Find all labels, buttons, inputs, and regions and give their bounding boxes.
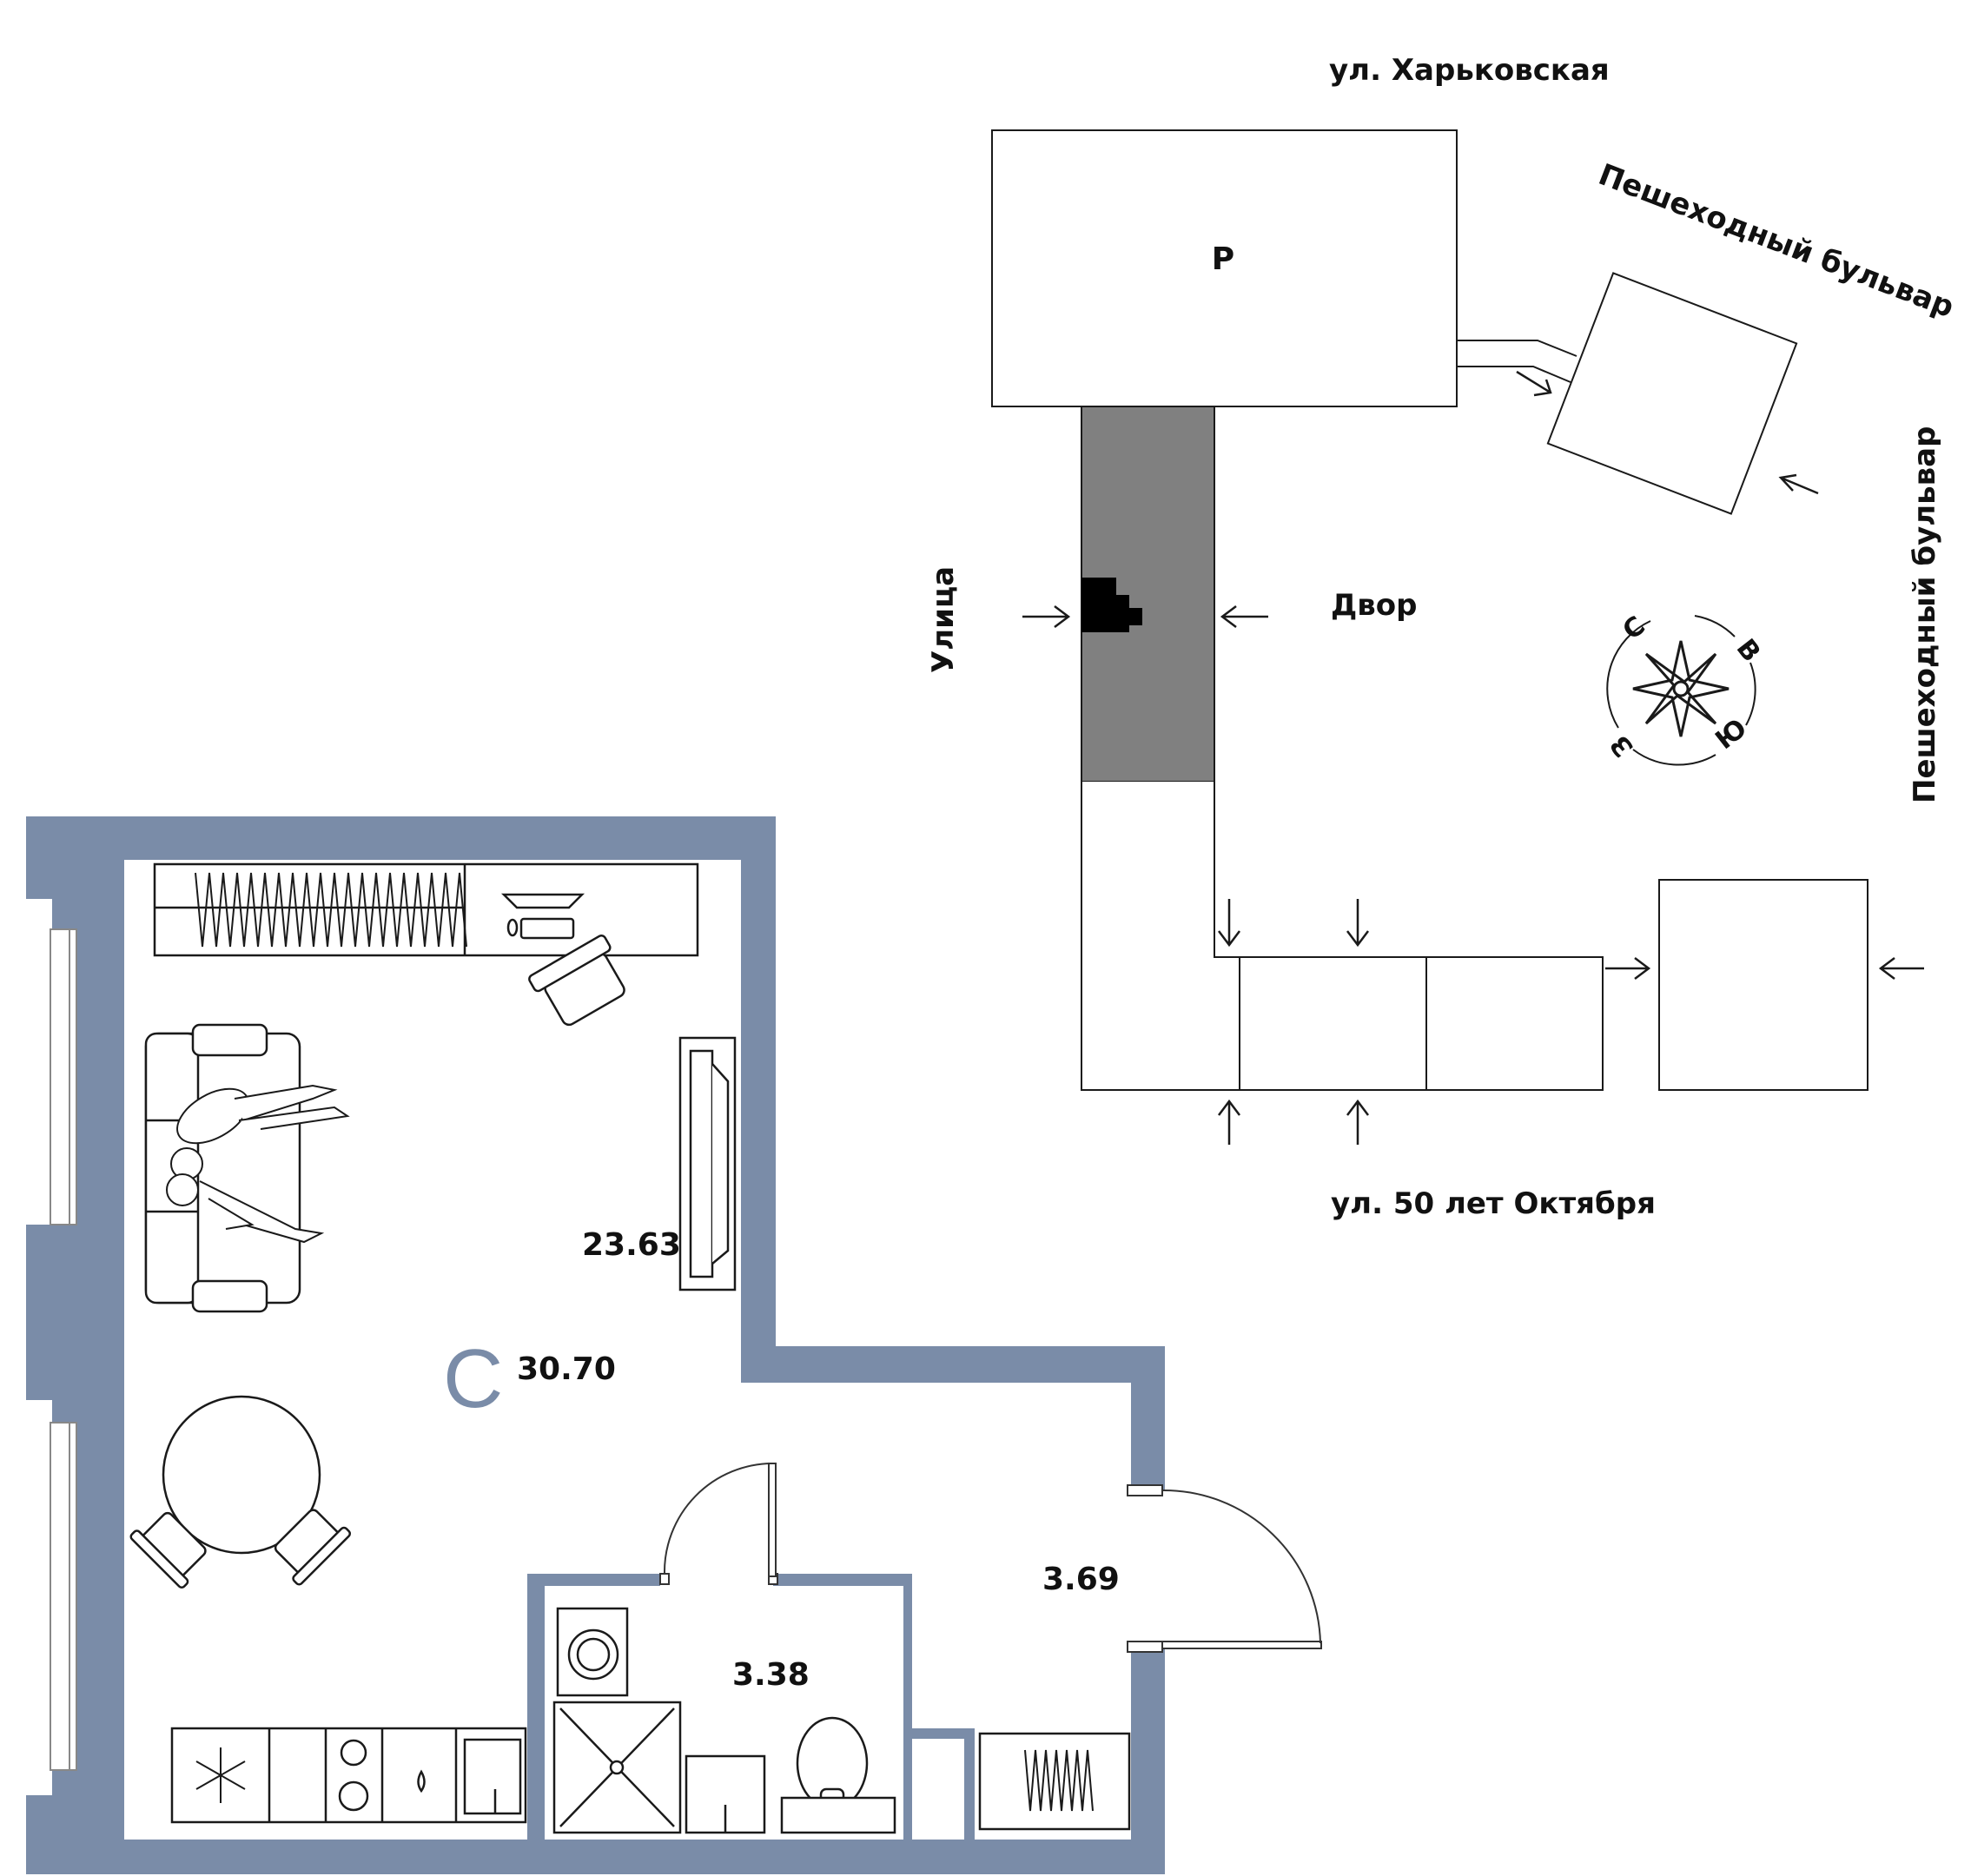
parking-building: [991, 129, 1458, 407]
sink: [685, 1754, 766, 1834]
boulevard-building: [1546, 272, 1798, 515]
compass-east: В: [1730, 633, 1767, 668]
street-bottom-label: ул. 50 лет Октября: [1331, 1186, 1656, 1221]
compass-south: Ю: [1710, 713, 1753, 756]
passage-line: [1457, 366, 1571, 383]
entry-door: [1161, 1489, 1322, 1649]
compass-icon: С В Ю З: [1604, 611, 1767, 766]
street-left-label: Улица: [926, 566, 961, 673]
apartment-type-label: С: [443, 1332, 503, 1425]
apartment-plan: 23.63 С 30.70 3.69 3.38: [26, 816, 1322, 1874]
passage-line: [1457, 340, 1577, 357]
snowflake-icon: [195, 1747, 246, 1803]
door-jamb: [1127, 1641, 1163, 1653]
east-building: [1658, 879, 1868, 1091]
window-opening: [26, 1400, 52, 1795]
boulevard-label-right: Пешеходный бульвар: [1908, 426, 1942, 803]
compass-west: З: [1604, 730, 1640, 763]
street-top-label: ул. Харьковская: [1329, 53, 1610, 88]
site-plan: ул. Харьковская Р Пешеходный бульвар Пеш…: [926, 53, 1959, 1221]
building-wing: [1081, 782, 1604, 1091]
total-area-label: 30.70: [517, 1351, 616, 1387]
entrance-arrows: [1022, 370, 1924, 1145]
bath-door-opening: [660, 1569, 773, 1589]
bath-door: [659, 1463, 778, 1585]
dining-table: [162, 1395, 321, 1555]
apartment-location-marker: [1081, 578, 1142, 632]
wall-stub: [903, 1728, 973, 1739]
window-frames: [50, 928, 77, 1771]
furniture: [129, 862, 1131, 1834]
radiator: [978, 1732, 1131, 1831]
entry-door-opening: [1129, 1490, 1168, 1648]
room-area-label: 23.63: [582, 1227, 681, 1263]
compass-north: С: [1617, 611, 1651, 646]
hall-area-label: 3.69: [1042, 1562, 1120, 1597]
parking-label: Р: [1212, 241, 1234, 277]
yard-label: Двор: [1331, 588, 1418, 623]
door-jamb: [1127, 1484, 1163, 1496]
bath-area-label: 3.38: [732, 1657, 810, 1693]
window-opening: [26, 899, 52, 1225]
wall-stub: [964, 1728, 975, 1840]
person-icon: [166, 1084, 350, 1244]
